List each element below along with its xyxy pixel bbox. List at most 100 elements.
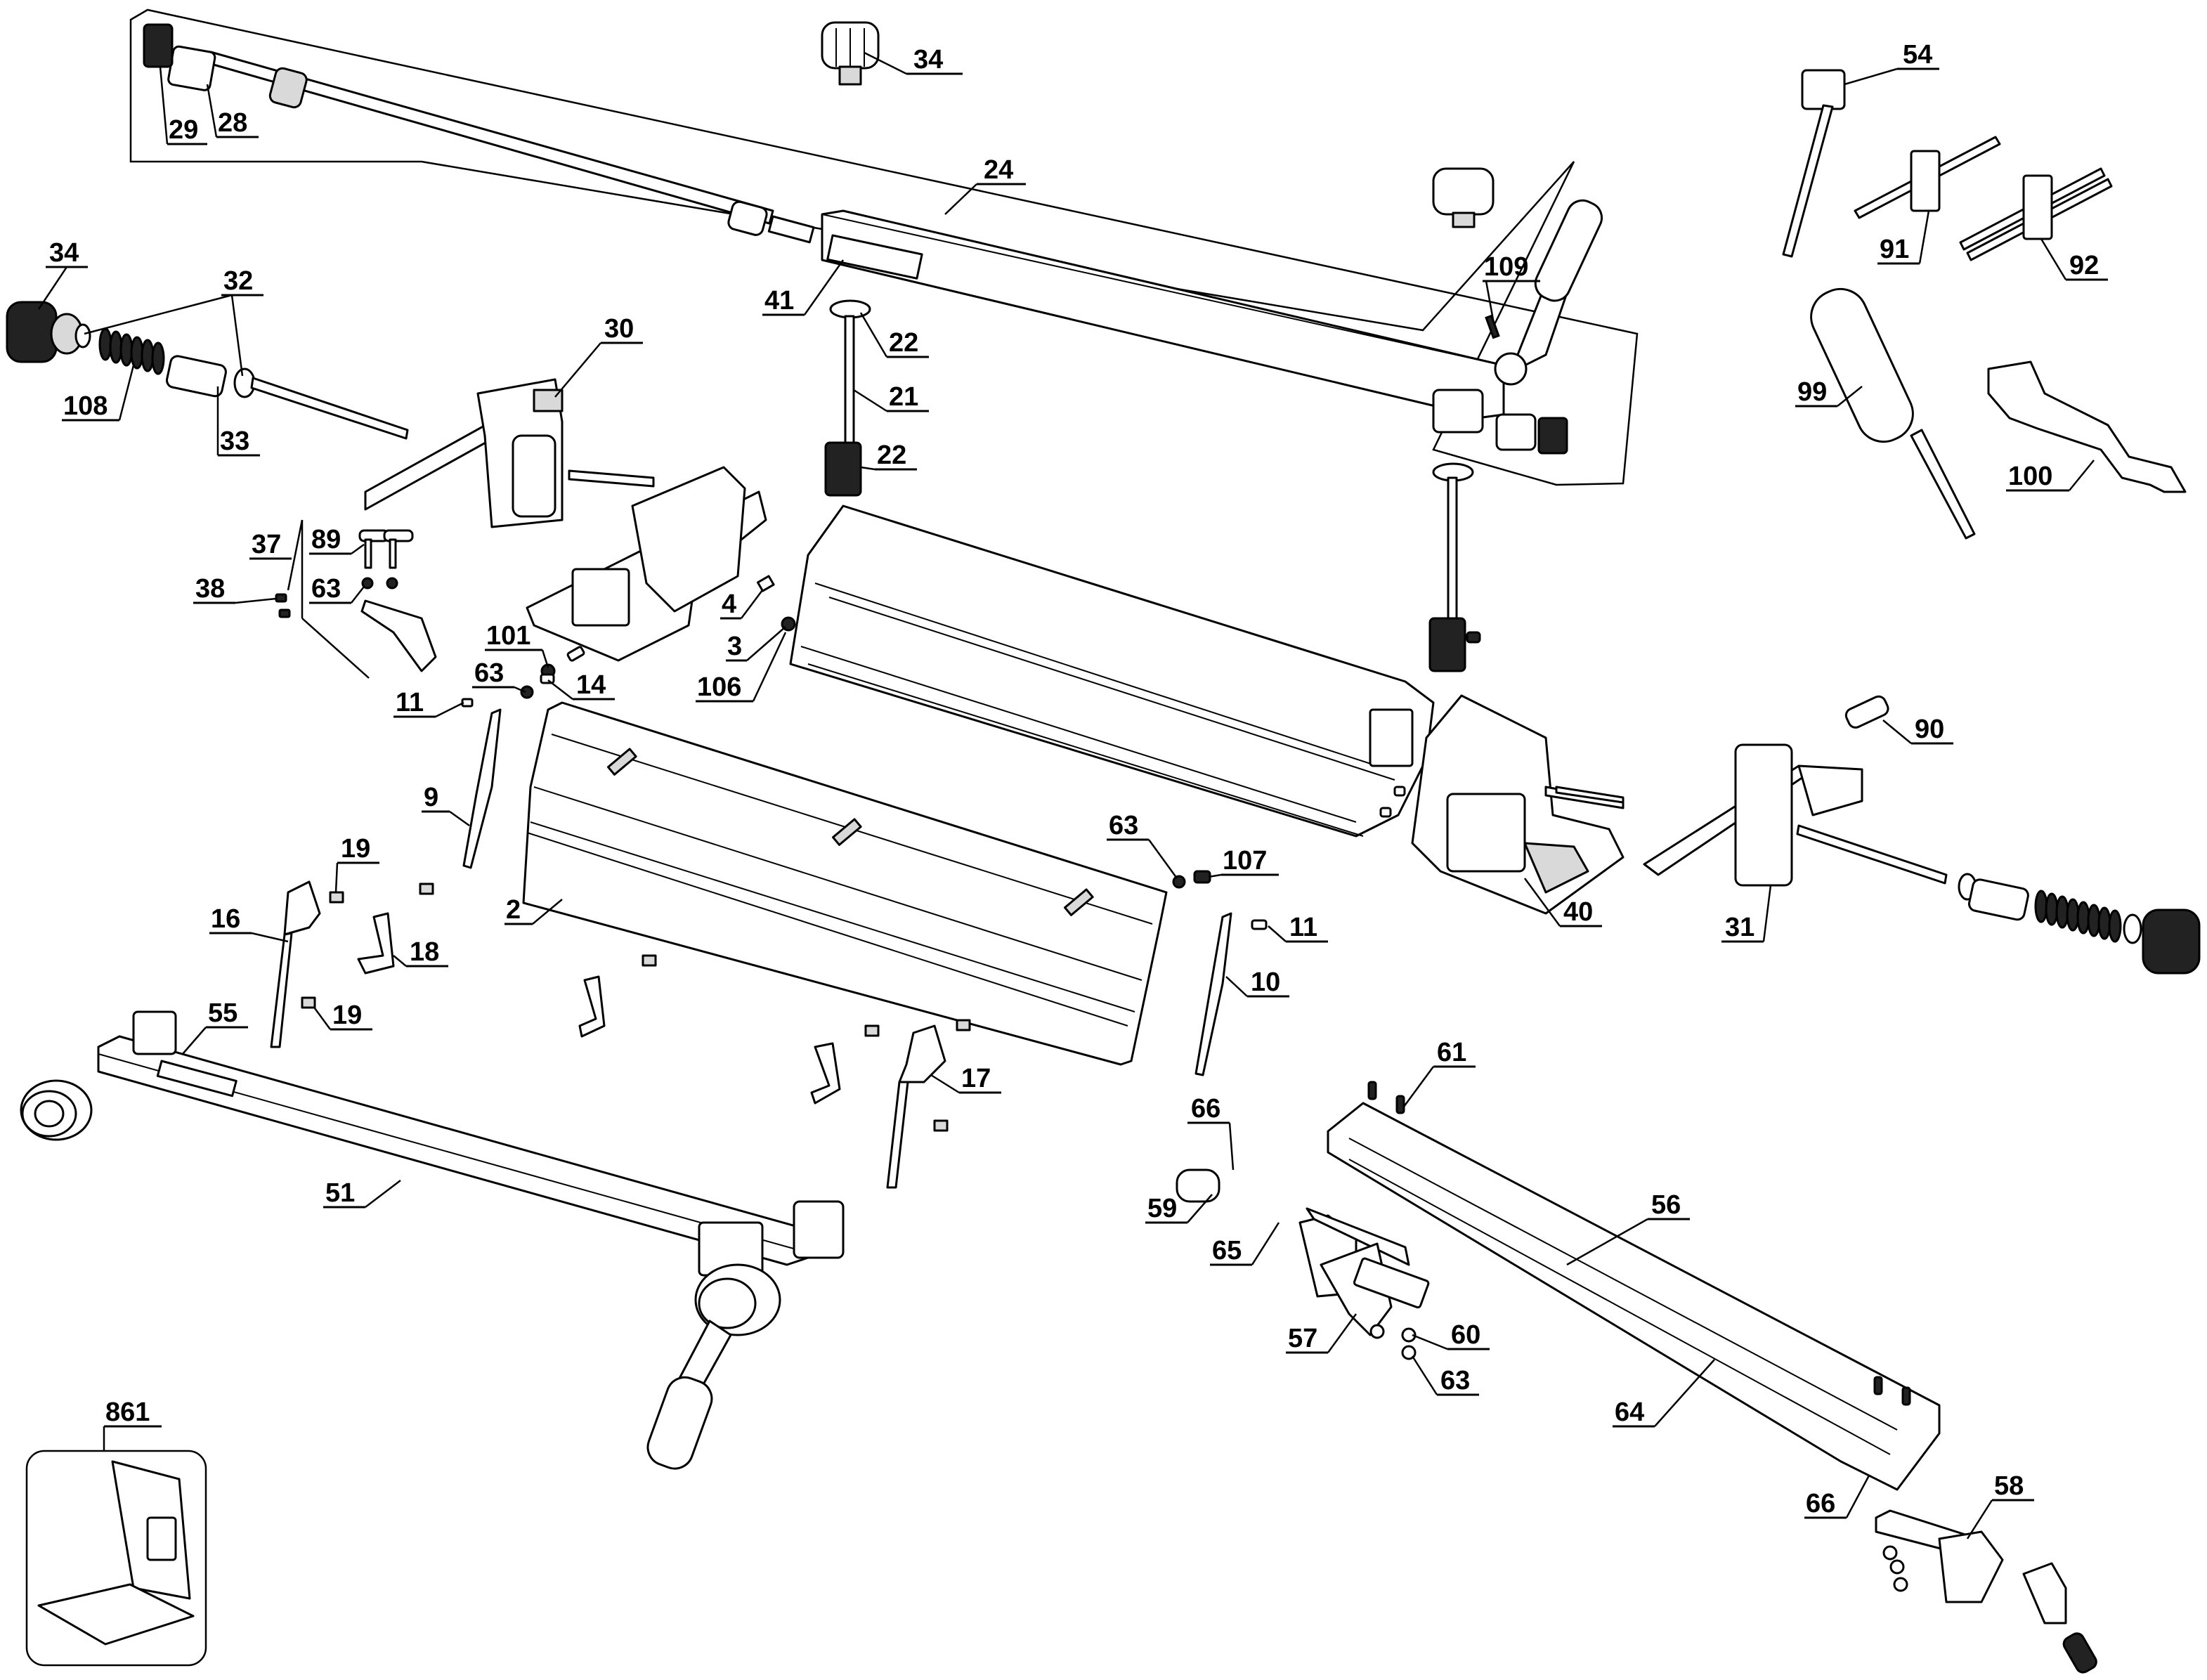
label-31: 31 bbox=[1721, 885, 1772, 943]
label-19-top: 19 bbox=[334, 834, 379, 893]
label-4: 4 bbox=[720, 590, 763, 620]
svg-text:30: 30 bbox=[604, 314, 634, 344]
svg-text:19: 19 bbox=[341, 834, 370, 864]
label-3: 3 bbox=[726, 626, 786, 662]
svg-text:19: 19 bbox=[332, 1001, 362, 1030]
svg-text:101: 101 bbox=[486, 621, 530, 651]
label-32: 32 bbox=[84, 266, 263, 377]
label-2: 2 bbox=[504, 895, 563, 925]
label-41: 41 bbox=[762, 259, 845, 316]
label-23: 22 bbox=[859, 312, 929, 358]
fence-56 bbox=[1327, 1081, 1941, 1491]
svg-text:100: 100 bbox=[2008, 462, 2052, 491]
label-106: 106 bbox=[696, 632, 787, 703]
svg-text:63: 63 bbox=[1109, 811, 1138, 840]
left-tension-assembly bbox=[6, 301, 409, 440]
bracket-30 bbox=[364, 378, 564, 528]
svg-text:90: 90 bbox=[1915, 715, 1944, 744]
label-22: 22 bbox=[860, 441, 917, 471]
rail-assembly-24 bbox=[129, 8, 1639, 486]
svg-text:40: 40 bbox=[1563, 897, 1593, 927]
label-40: 40 bbox=[1523, 878, 1602, 927]
label-64: 66 bbox=[1187, 1094, 1235, 1171]
label-66: 66 bbox=[1804, 1475, 1870, 1519]
label-62-b: 63 bbox=[472, 658, 526, 694]
extrusion-2 bbox=[522, 701, 1168, 1066]
right-tension-assembly-31 bbox=[1643, 695, 2201, 975]
label-51: 51 bbox=[323, 1178, 401, 1209]
label-14: 14 bbox=[547, 670, 615, 701]
label-24: 24 bbox=[944, 155, 1026, 215]
label-10: 10 bbox=[1225, 968, 1289, 998]
svg-text:63: 63 bbox=[311, 574, 341, 604]
svg-text:38: 38 bbox=[195, 574, 225, 604]
labels: 34 29 28 24 54 91 92 34 32 109 41 30 22 … bbox=[37, 40, 2108, 1539]
svg-text:22: 22 bbox=[877, 441, 906, 470]
svg-text:24: 24 bbox=[984, 155, 1013, 185]
svg-text:14: 14 bbox=[576, 670, 606, 700]
svg-text:2: 2 bbox=[506, 895, 521, 925]
svg-text:4: 4 bbox=[722, 590, 736, 619]
svg-text:99: 99 bbox=[1797, 377, 1827, 407]
knob-rail-right bbox=[1432, 167, 1495, 228]
svg-text:34: 34 bbox=[49, 238, 79, 268]
svg-text:31: 31 bbox=[1725, 913, 1754, 942]
label-56: 56 bbox=[1566, 1190, 1690, 1266]
label-34-top: 34 bbox=[864, 45, 963, 75]
svg-text:59: 59 bbox=[1147, 1194, 1177, 1223]
svg-text:106: 106 bbox=[697, 672, 741, 702]
svg-text:58: 58 bbox=[1994, 1471, 2024, 1501]
svg-text:9: 9 bbox=[424, 783, 438, 812]
label-16: 16 bbox=[209, 904, 289, 943]
svg-text:61: 61 bbox=[1437, 1038, 1466, 1067]
svg-text:10: 10 bbox=[1251, 968, 1280, 997]
clamp-58 bbox=[1875, 1509, 2097, 1674]
small-hardware bbox=[275, 529, 1625, 930]
svg-text:3: 3 bbox=[727, 632, 742, 661]
svg-text:37: 37 bbox=[252, 530, 281, 559]
svg-text:17: 17 bbox=[961, 1064, 991, 1093]
svg-text:18: 18 bbox=[410, 937, 439, 967]
svg-text:63: 63 bbox=[474, 658, 504, 688]
svg-text:11: 11 bbox=[396, 688, 424, 717]
label-33: 33 bbox=[216, 386, 260, 457]
svg-text:28: 28 bbox=[218, 108, 247, 138]
label-107: 107 bbox=[1208, 846, 1279, 878]
label-18: 18 bbox=[393, 937, 448, 968]
svg-text:91: 91 bbox=[1880, 235, 1909, 264]
label-99: 99 bbox=[1795, 377, 1863, 408]
label-861: 861 bbox=[103, 1398, 162, 1451]
label-100: 100 bbox=[2006, 460, 2095, 492]
label-108: 108 bbox=[62, 365, 135, 422]
case-861 bbox=[25, 1450, 207, 1667]
label-11-right: 11 bbox=[1268, 913, 1328, 943]
clamp-57 bbox=[1176, 1168, 1430, 1360]
label-61: 61 bbox=[1402, 1038, 1476, 1107]
svg-text:34: 34 bbox=[913, 45, 943, 74]
label-30: 30 bbox=[554, 314, 643, 398]
label-19-bottom: 19 bbox=[313, 1001, 372, 1031]
label-91: 91 bbox=[1877, 210, 1930, 265]
label-60: 60 bbox=[1412, 1320, 1490, 1350]
label-54: 54 bbox=[1844, 40, 1939, 86]
svg-text:66: 66 bbox=[1191, 1094, 1220, 1124]
label-59: 59 bbox=[1145, 1194, 1213, 1224]
svg-text:66: 66 bbox=[1806, 1489, 1835, 1518]
label-11-left: 11 bbox=[393, 688, 464, 718]
svg-text:63: 63 bbox=[1440, 1366, 1470, 1395]
bolt-21-spring-22 bbox=[824, 299, 1481, 672]
knob-34-top bbox=[821, 21, 880, 86]
label-63: 65 bbox=[1210, 1222, 1280, 1266]
svg-text:11: 11 bbox=[1289, 913, 1317, 942]
svg-text:21: 21 bbox=[889, 382, 918, 412]
rail-51 bbox=[20, 1010, 845, 1470]
label-28: 28 bbox=[206, 84, 259, 138]
label-57: 57 bbox=[1286, 1313, 1358, 1354]
label-62-d: 63 bbox=[1411, 1355, 1479, 1396]
svg-text:41: 41 bbox=[764, 286, 794, 315]
svg-text:56: 56 bbox=[1651, 1190, 1681, 1220]
label-92: 92 bbox=[2040, 238, 2108, 281]
label-62-a: 63 bbox=[309, 574, 365, 604]
svg-text:861: 861 bbox=[105, 1398, 150, 1427]
label-109: 109 bbox=[1483, 252, 1540, 320]
